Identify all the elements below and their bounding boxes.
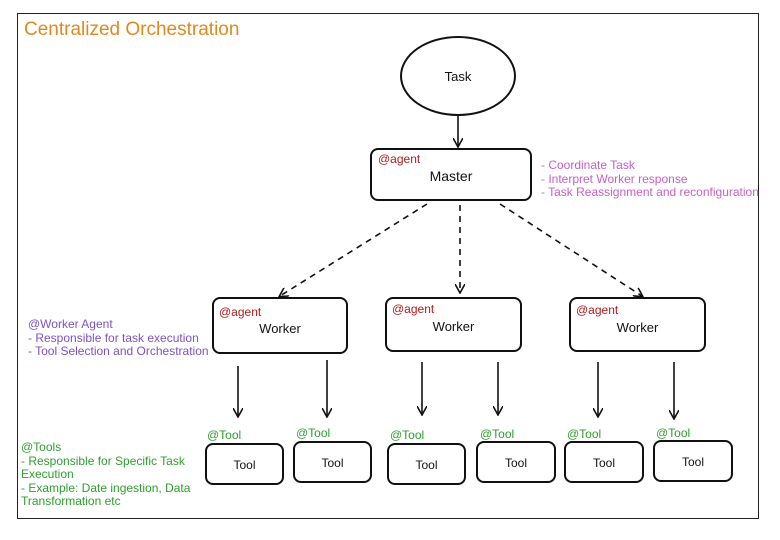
- tool-note-line: @Tools: [21, 440, 62, 454]
- worker-agent-label: Worker: [259, 321, 301, 336]
- worker-agent-label: Worker: [432, 319, 475, 334]
- tool-label: Tool: [592, 456, 615, 470]
- diagram-frame: [17, 13, 759, 519]
- worker-note-line: - Tool Selection and Orchestration: [28, 344, 209, 358]
- arrow-master-to-worker-3: [499, 203, 642, 296]
- worker-agent-node-2: @agent Worker: [385, 297, 522, 352]
- tool-tag: @Tool: [567, 427, 602, 441]
- tool-label: Tool: [415, 458, 438, 472]
- tool-node-4: Tool: [476, 441, 556, 483]
- tool-label: Tool: [321, 456, 344, 470]
- worker-agent-tag: @agent: [392, 302, 435, 316]
- master-note-line: - Coordinate Task: [541, 158, 635, 172]
- master-notes: - Coordinate Task - Interpret Worker res…: [541, 158, 759, 200]
- tool-tag: @Tool: [296, 426, 331, 440]
- diagram-title: Centralized Orchestration: [24, 19, 240, 40]
- tool-tag: @Tool: [656, 426, 691, 440]
- tool-node-5: Tool: [564, 441, 644, 483]
- arrow-master-to-worker-1: [280, 203, 428, 296]
- tool-node-3: Tool: [387, 443, 466, 485]
- task-node: Task: [400, 36, 516, 116]
- worker-note-line: @Worker Agent: [28, 317, 113, 331]
- tool-notes: @Tools - Responsible for Specific Task E…: [21, 440, 191, 509]
- tool-note-line: - Responsible for Specific Task: [21, 453, 185, 468]
- tool-label: Tool: [233, 458, 256, 472]
- tool-tag: @Tool: [480, 427, 515, 441]
- worker-agent-tag: @agent: [219, 305, 262, 319]
- worker-agent-tag: @agent: [576, 303, 619, 317]
- worker-agent-label: Worker: [616, 320, 659, 335]
- worker-agent-node-1: @agent Worker: [212, 297, 348, 354]
- tool-label: Tool: [504, 456, 527, 470]
- worker-agent-node-3: @agent Worker: [569, 297, 706, 352]
- tool-node-2: Tool: [293, 441, 372, 483]
- master-note-line: - Interpret Worker response: [541, 171, 688, 186]
- tool-note-line: Execution: [21, 467, 74, 481]
- master-agent-node: @agent Master: [370, 148, 532, 201]
- master-agent-tag: @agent: [378, 152, 421, 166]
- tool-node-1: Tool: [205, 443, 284, 485]
- task-label: Task: [444, 68, 472, 84]
- tool-note-line: Transformation etc: [21, 494, 121, 508]
- worker-notes: @Worker Agent - Responsible for task exe…: [28, 317, 209, 359]
- tool-node-6: Tool: [653, 440, 733, 482]
- worker-note-line: - Responsible for task execution: [28, 330, 199, 345]
- master-note-line: - Task Reassignment and reconfiguration: [541, 185, 759, 199]
- tool-tag: @Tool: [207, 428, 242, 442]
- master-agent-label: Master: [429, 168, 473, 184]
- tool-label: Tool: [681, 455, 704, 469]
- tool-tag: @Tool: [390, 428, 425, 442]
- tool-note-line: - Example: Date ingestion, Data: [21, 480, 191, 495]
